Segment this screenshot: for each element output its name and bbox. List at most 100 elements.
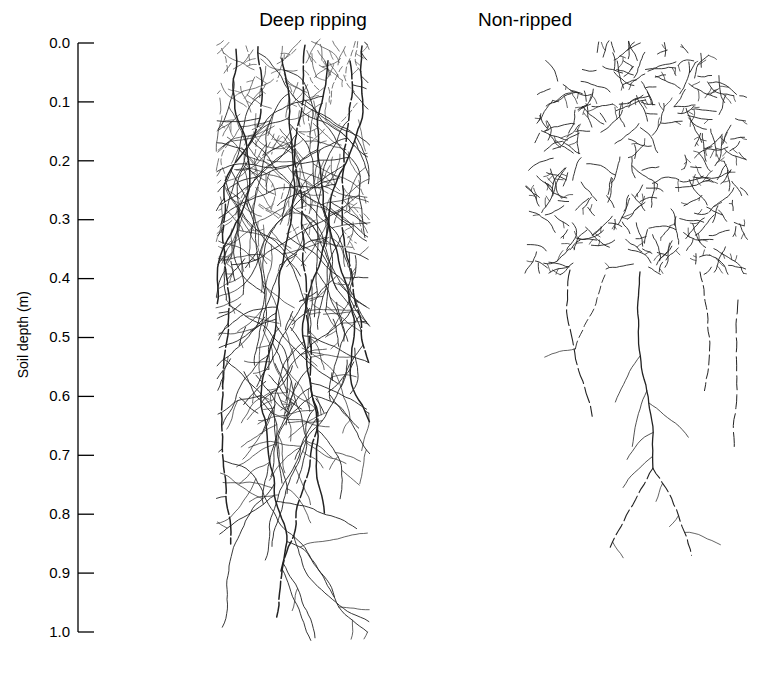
root-line [569,110,575,133]
root-line [299,292,316,302]
root-line [603,41,609,57]
root-line [278,265,280,271]
root-line [293,213,317,224]
root-line [217,41,224,46]
root-line [576,242,582,244]
root-line [592,104,613,107]
root-line [257,345,270,348]
root-line [232,243,233,249]
axis-tick [78,514,94,515]
tick-label: 0.4 [49,270,70,287]
root-line [318,51,331,76]
root-line [308,358,318,367]
root-line [681,203,687,205]
root-line [582,70,596,72]
root-line [545,198,547,207]
root-line [315,39,320,43]
root-line [710,150,714,158]
column-header: Non-ripped [478,10,572,31]
root-line [710,255,728,274]
root-line [698,76,712,77]
root-line [684,195,702,205]
root-line [350,348,358,394]
root-line [597,42,599,52]
root-line [700,53,702,67]
root-line [606,264,633,269]
root-line [240,398,258,414]
column-header: Deep ripping [259,10,367,31]
root-line [319,65,342,80]
root-line [546,94,571,106]
root-line [547,173,567,180]
root-line [693,224,706,248]
root-line [527,245,546,251]
root-line [288,419,291,441]
root-line [592,96,597,104]
root-line [734,96,736,102]
root-line [646,188,663,191]
root-line [637,96,648,122]
root-line [304,294,310,296]
root-line [307,310,309,358]
axis-tick [78,101,94,102]
root-line [315,68,328,78]
root-line [614,72,634,86]
root-line [236,169,293,188]
root-line [262,405,275,434]
root-line [626,239,642,252]
root-line [227,259,245,280]
root-line [360,247,369,255]
root-line [578,124,581,129]
root-line [670,516,679,527]
root-line [733,149,738,153]
root-line [322,175,340,191]
root-line [216,159,218,171]
root-line [553,270,561,275]
root-line [227,137,253,165]
root-line [268,113,274,135]
axis-title: Soil depth (m) [16,291,31,378]
root-line [278,393,290,414]
tick-label: 0.3 [49,211,70,228]
root-line [228,89,240,93]
tick-label: 0.5 [49,329,70,346]
root-line [567,125,579,137]
root-line [695,213,709,215]
root-line [581,182,597,201]
root-line [692,82,700,86]
root-line [549,262,569,267]
root-line [618,195,628,224]
root-line [305,141,346,150]
root-line [629,42,638,61]
root-line [660,268,663,273]
root-line [244,77,255,98]
root-line [688,228,689,237]
root-line [694,151,700,153]
root-line [676,180,710,187]
root-line [736,119,746,121]
root-line [253,369,268,373]
root-line [227,150,318,191]
root-line [622,102,623,108]
root-line [263,213,292,331]
root-line [689,118,702,142]
root-line [322,196,367,205]
root-line [303,336,369,363]
root-line [265,418,316,560]
root-line [722,253,725,258]
root-line [612,224,615,229]
root-line [655,75,665,77]
root-line [222,484,274,628]
root-line [678,107,693,114]
root-line [364,214,369,220]
root-line [247,64,256,66]
root-line [311,355,324,357]
root-line [615,356,640,402]
root-line [741,188,748,195]
root-line [586,104,592,127]
root-line [638,272,654,468]
root-line [623,61,632,67]
root-line [302,111,368,157]
root-line [219,184,336,218]
root-line [330,63,339,76]
